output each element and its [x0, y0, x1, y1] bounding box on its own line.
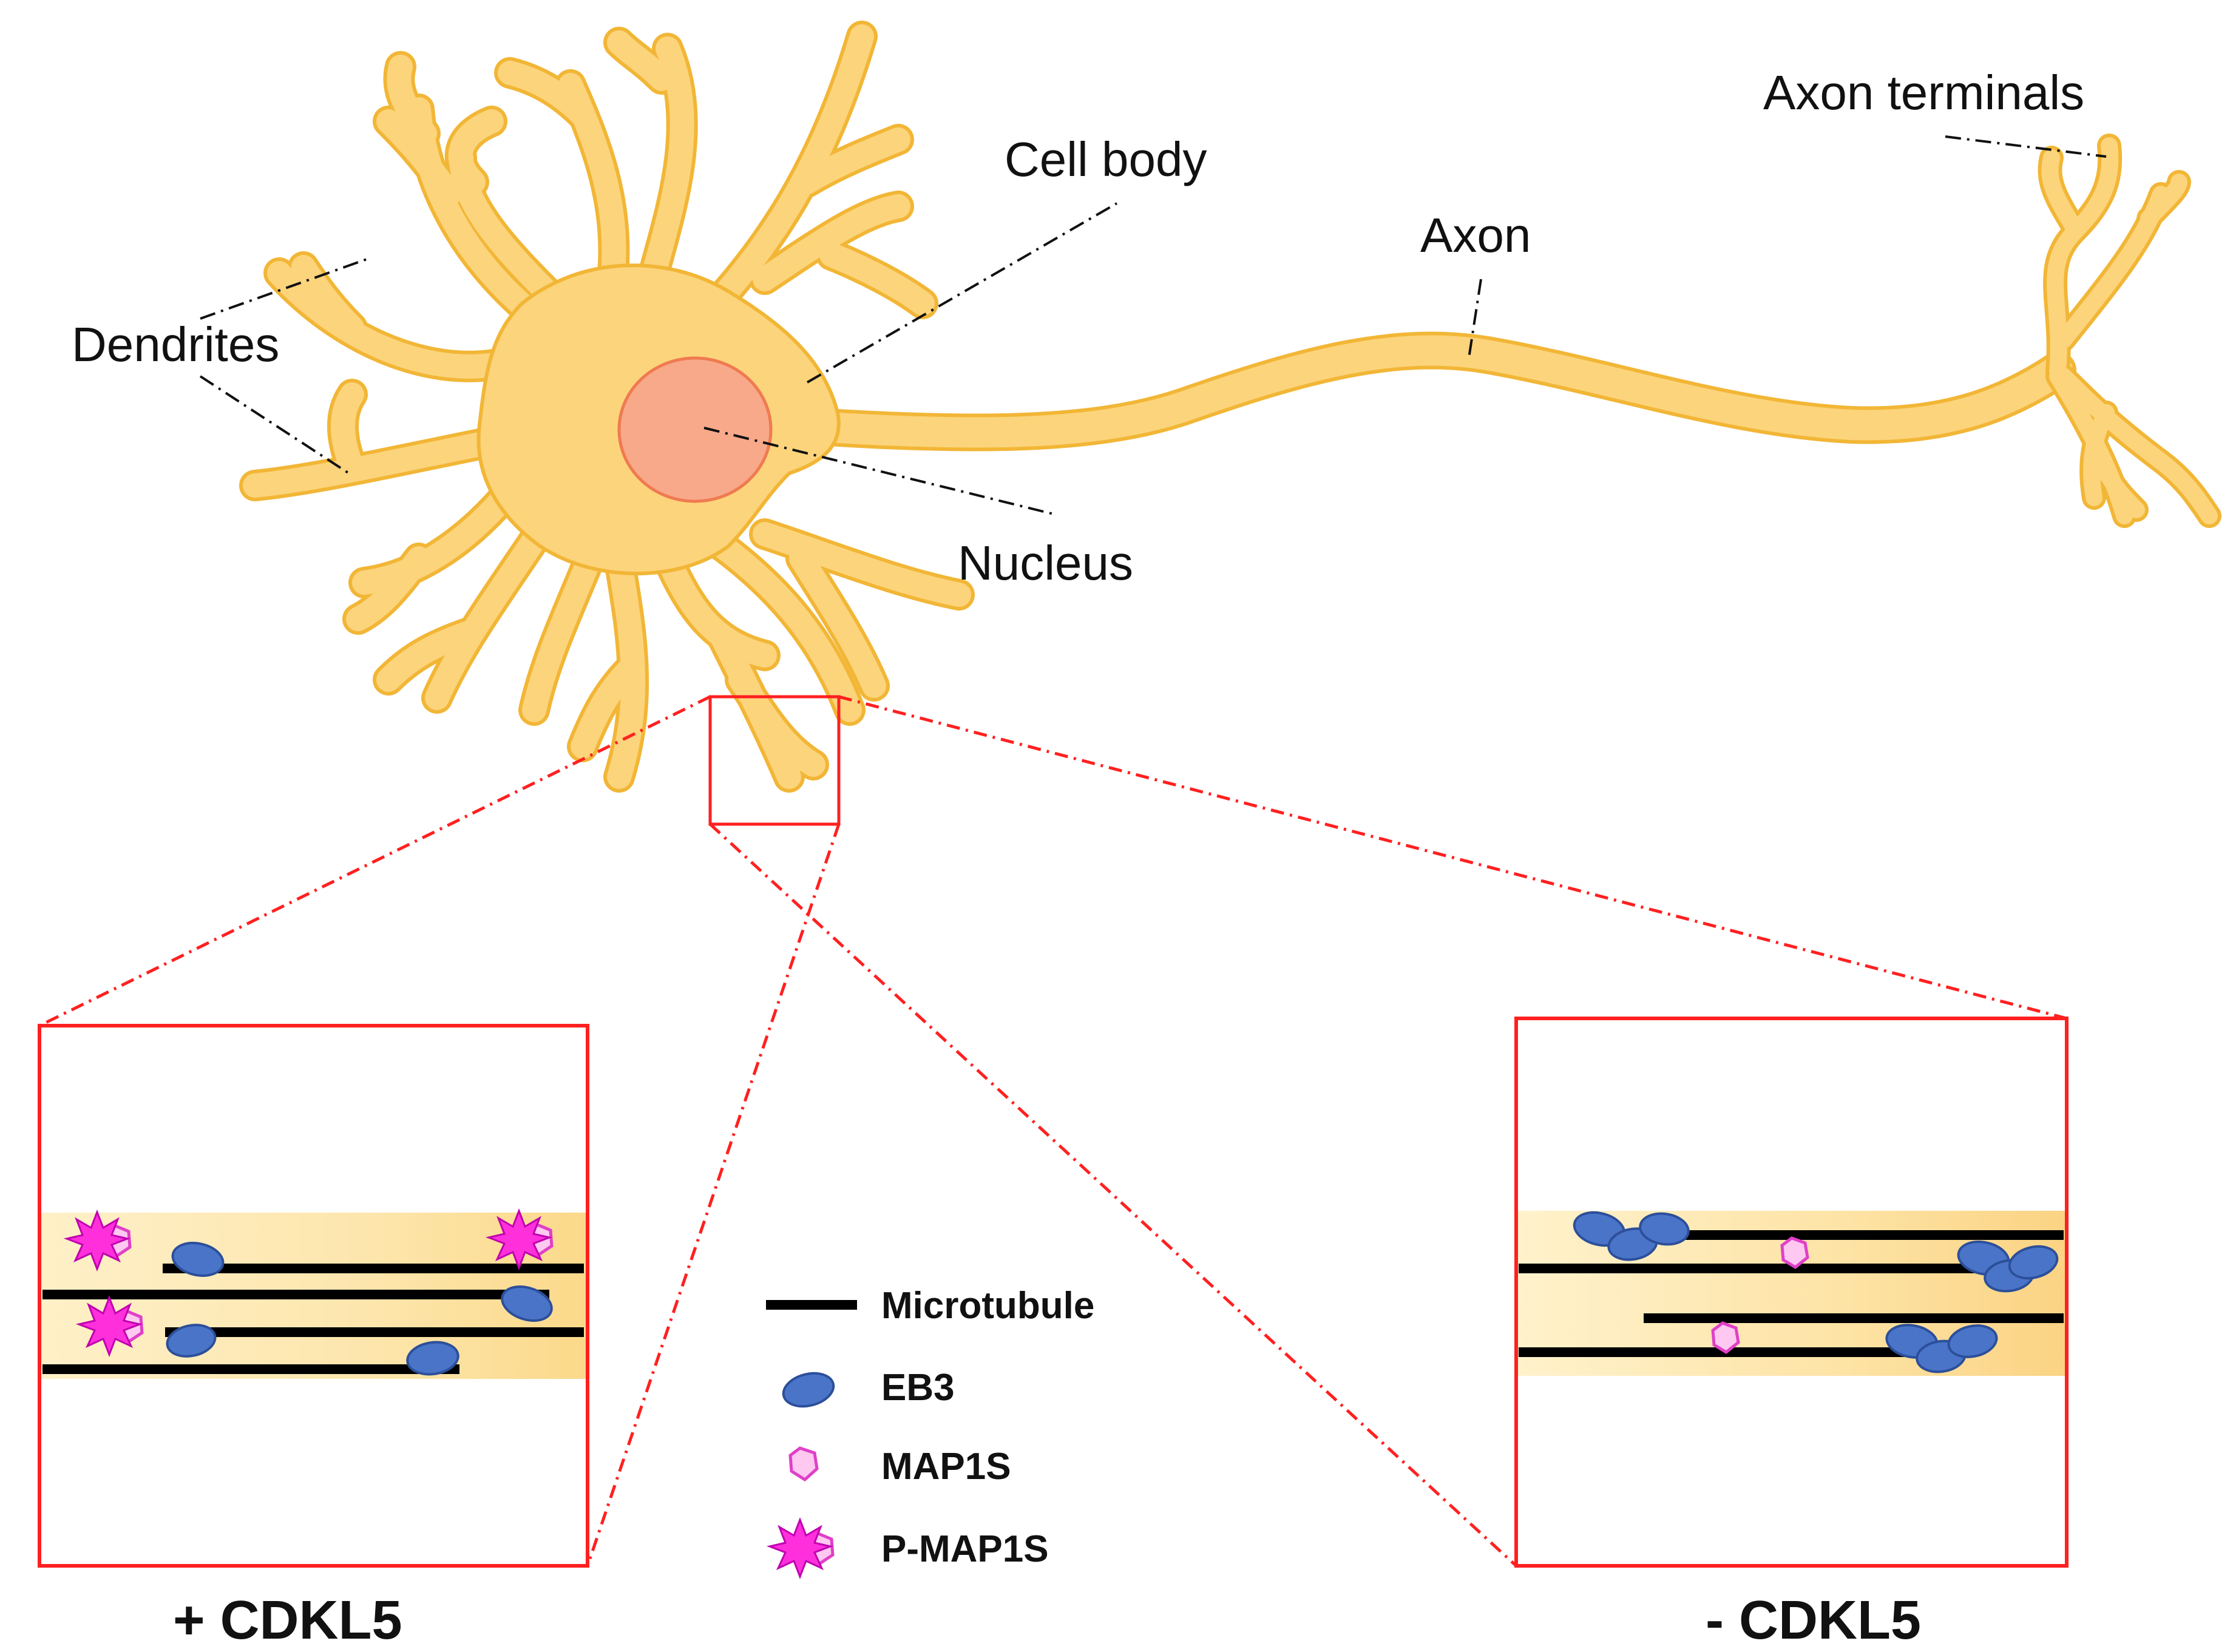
panel-plus-frame: [38, 1024, 589, 1568]
panel-minus-title: - CDKL5: [1706, 1590, 1921, 1651]
eb3-protein: [501, 1285, 553, 1322]
legend-p-map1s-label: P-MAP1S: [881, 1528, 1049, 1570]
axon-terminals-label: Axon terminals: [1763, 66, 2084, 120]
legend-map1s-swatch: [788, 1446, 819, 1482]
neuron: [239, 21, 2221, 793]
legend-eb3-label: EB3: [881, 1367, 955, 1409]
legend-map1s-label: MAP1S: [881, 1446, 1011, 1488]
zoom-line-right-bottom: [709, 823, 1517, 1567]
legend: Microtubule EB3 MAP1S P-MAP1S: [766, 1285, 1094, 1580]
legend-eb3-swatch: [782, 1372, 835, 1408]
eb3-protein: [1639, 1212, 1690, 1246]
eb3-protein: [406, 1341, 459, 1376]
panel-minus-frame: [1514, 1017, 2069, 1568]
p-map1s-complex: [63, 1209, 132, 1272]
legend-microtubule-label: Microtubule: [881, 1285, 1094, 1327]
neuron-labels: Dendrites Cell body Nucleus Axon Axon te…: [72, 66, 2107, 590]
panel-plus-title: + CDKL5: [173, 1590, 402, 1651]
p-map1s-complex: [485, 1208, 554, 1271]
nucleus-label: Nucleus: [958, 536, 1133, 590]
cell-body-label: Cell body: [1005, 132, 1207, 186]
map1s-protein: [1711, 1321, 1740, 1355]
zoom-line-right-top: [838, 695, 2067, 1020]
axon-leader: [1468, 279, 1482, 359]
eb3-protein: [171, 1242, 225, 1277]
dendrites-label: Dendrites: [72, 317, 279, 371]
map1s-protein: [1780, 1236, 1809, 1270]
axon-label: Axon: [1420, 208, 1531, 262]
legend-p-map1s-swatch: [766, 1517, 835, 1580]
p-map1s-complex: [75, 1295, 144, 1358]
panel-minus-cdkl5: - CDKL5: [1514, 1017, 2069, 1651]
eb3-protein: [166, 1324, 217, 1358]
dendrites-leader-lower: [199, 375, 350, 475]
dendrite-branches: [239, 21, 975, 793]
eb3-protein: [1947, 1324, 1998, 1358]
axon-shaft: [770, 331, 2076, 452]
nucleus: [617, 356, 773, 503]
zoom-callout: [38, 695, 2067, 1567]
zoom-line-left-bottom: [586, 824, 841, 1566]
panel-plus-cdkl5: + CDKL5: [38, 1024, 589, 1651]
zoom-line-left-top: [38, 695, 711, 1027]
zoom-selection-box: [708, 695, 841, 826]
eb3-protein: [2008, 1245, 2059, 1280]
axon-terminals-leader: [1945, 135, 2107, 158]
axon-terminal-branches: [2038, 134, 2221, 528]
